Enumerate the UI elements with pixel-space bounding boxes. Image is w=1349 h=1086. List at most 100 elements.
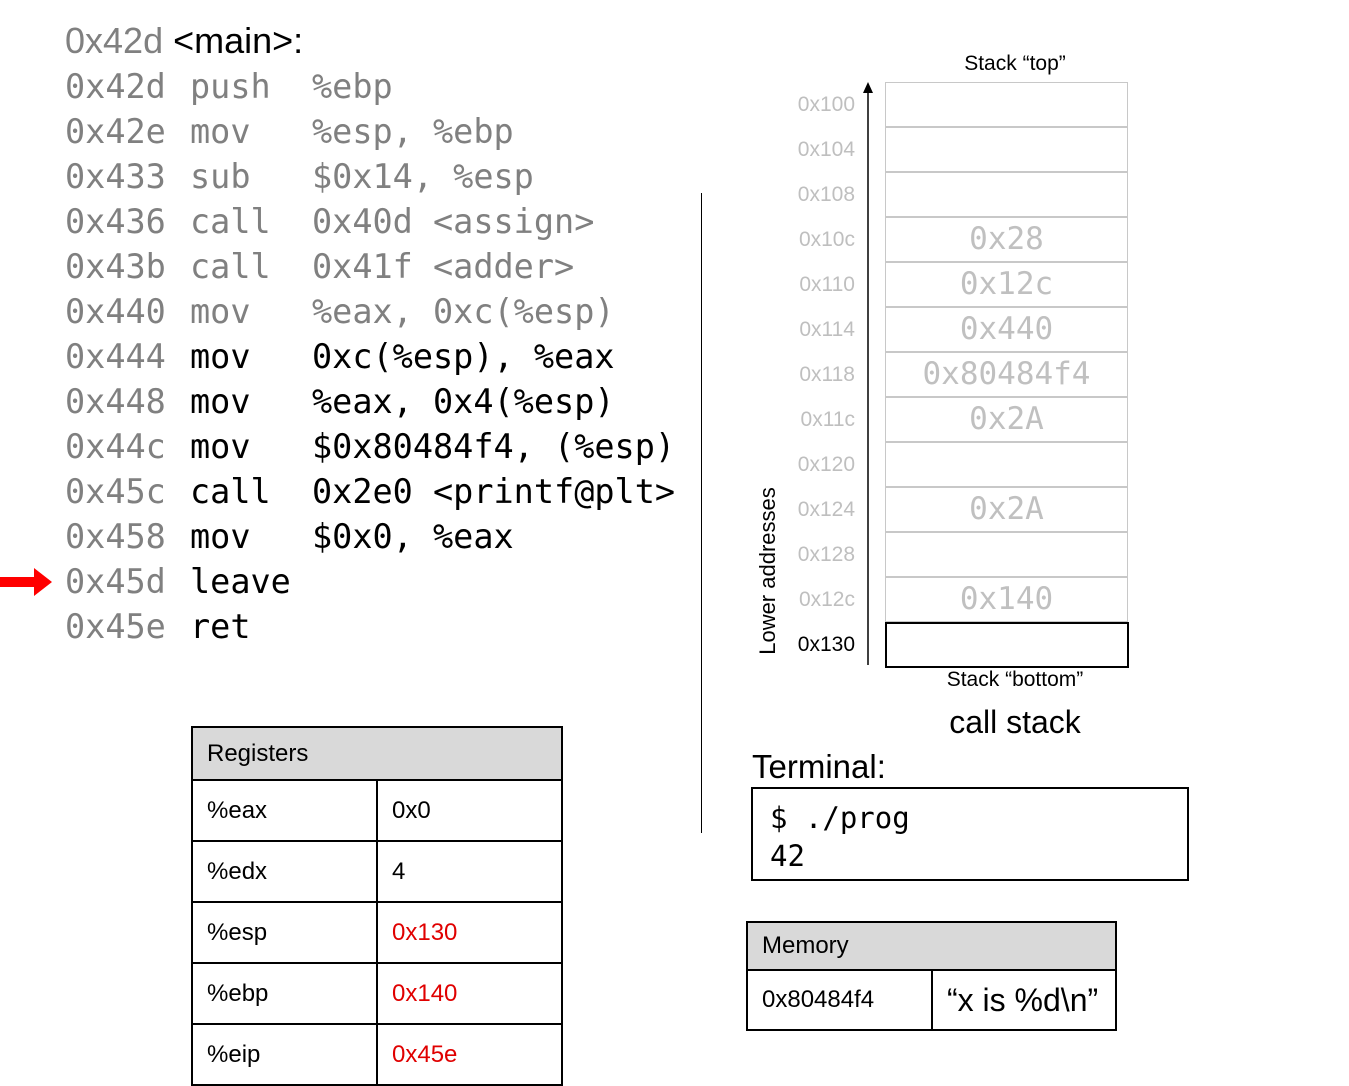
stack-cell: [885, 127, 1128, 172]
instruction-operands: %esp, %ebp: [312, 112, 514, 151]
register-value: 0x45e: [376, 1023, 563, 1086]
stack-address: 0x120: [797, 453, 855, 476]
stack-cell: 0x2A: [885, 487, 1128, 532]
instruction-mnemonic: call: [190, 472, 271, 511]
instruction-mnemonic: mov: [190, 337, 251, 376]
register-value: 0x140: [376, 962, 563, 1025]
call-stack-title: call stack: [949, 704, 1081, 740]
instruction-address: 0x44c: [65, 427, 166, 466]
stack-address: 0x130: [797, 633, 855, 656]
stack-cell: 0x28: [885, 217, 1128, 262]
stack-cell: [885, 622, 1129, 668]
divider: [701, 193, 702, 833]
memory-address: 0x80484f4: [746, 969, 933, 1031]
register-name: %ebp: [191, 962, 378, 1025]
registers-title: Registers: [191, 726, 563, 781]
address-direction-arrow-icon: [863, 82, 873, 665]
instruction-operands: %ebp: [312, 67, 393, 106]
instruction-address: 0x45e: [65, 607, 166, 646]
stack-cell: 0x440: [885, 307, 1128, 352]
terminal-line: 42: [770, 839, 805, 873]
instruction-operands: 0x41f <adder>: [312, 247, 575, 286]
memory-title: Memory: [746, 921, 1117, 971]
current-instruction-arrow-icon: [0, 568, 52, 596]
instruction-mnemonic: push: [190, 67, 271, 106]
instruction-line: 0x43b call 0x41f <adder>: [65, 244, 574, 289]
stack-address: 0x104: [797, 138, 855, 161]
register-name: %edx: [191, 840, 378, 903]
memory-table: Memory 0x80484f4“x is %d\n”: [746, 921, 1117, 1031]
stack-top-label: Stack “top”: [964, 52, 1066, 75]
instruction-address: 0x433: [65, 157, 166, 196]
stack-cell: [885, 82, 1128, 127]
stack-address: 0x12c: [798, 588, 855, 611]
instruction-mnemonic: sub: [190, 157, 251, 196]
instruction-address: 0x42d: [65, 67, 166, 106]
instruction-operands: 0x2e0 <printf@plt>: [312, 472, 676, 511]
instruction-line: 0x433 sub $0x14, %esp: [65, 154, 534, 199]
stack-address: 0x10c: [798, 228, 855, 251]
stack-bottom-label: Stack “bottom”: [946, 668, 1084, 691]
register-value: 0x130: [376, 901, 563, 964]
register-value: 0x0: [376, 779, 563, 842]
instruction-line: 0x436 call 0x40d <assign>: [65, 199, 594, 244]
instruction-mnemonic: call: [190, 247, 271, 286]
instruction-operands: %eax, 0x4(%esp): [312, 382, 615, 421]
stack-cell: 0x80484f4: [885, 352, 1128, 397]
instruction-line: 0x444 mov 0xc(%esp), %eax: [65, 334, 615, 379]
instruction-mnemonic: mov: [190, 292, 251, 331]
instruction-address: 0x448: [65, 382, 166, 421]
instruction-address: 0x444: [65, 337, 166, 376]
instruction-mnemonic: call: [190, 202, 271, 241]
instruction-mnemonic: mov: [190, 427, 251, 466]
register-name: %esp: [191, 901, 378, 964]
instruction-address: 0x45c: [65, 472, 166, 511]
memory-value: “x is %d\n”: [931, 969, 1117, 1031]
function-header: 0x42d <main>:: [65, 18, 303, 63]
instruction-operands: 0xc(%esp), %eax: [312, 337, 615, 376]
function-label: <main>:: [173, 20, 304, 61]
stack-cell: 0x2A: [885, 397, 1128, 442]
stack-cell: 0x140: [885, 577, 1128, 622]
instruction-mnemonic: mov: [190, 112, 251, 151]
stack-cell: [885, 532, 1128, 577]
stack-cell: [885, 442, 1128, 487]
stack-address: 0x110: [799, 273, 855, 296]
instruction-line: 0x44c mov $0x80484f4, (%esp): [65, 424, 675, 469]
instruction-line: 0x45c call 0x2e0 <printf@plt>: [65, 469, 675, 514]
instruction-address: 0x43b: [65, 247, 166, 286]
instruction-operands: 0x40d <assign>: [312, 202, 595, 241]
stack-address: 0x128: [797, 543, 855, 566]
stack-address: 0x124: [797, 498, 855, 521]
stack-address: 0x11c: [800, 408, 855, 431]
register-name: %eax: [191, 779, 378, 842]
stack-cell: [885, 172, 1128, 217]
terminal-label: Terminal:: [752, 748, 886, 785]
stack-address: 0x114: [799, 318, 855, 341]
instruction-address: 0x458: [65, 517, 166, 556]
instruction-operands: $0x14, %esp: [312, 157, 534, 196]
terminal-line: $ ./prog: [770, 801, 910, 835]
instruction-operands: $0x80484f4, (%esp): [312, 427, 676, 466]
register-name: %eip: [191, 1023, 378, 1086]
stack-address: 0x108: [797, 183, 855, 206]
instruction-address: 0x436: [65, 202, 166, 241]
instruction-mnemonic: leave: [190, 562, 291, 601]
stack-address: 0x118: [799, 363, 855, 386]
instruction-line: 0x42d push %ebp: [65, 64, 393, 109]
stack-address: 0x100: [797, 93, 855, 116]
instruction-operands: %eax, 0xc(%esp): [312, 292, 615, 331]
instruction-mnemonic: ret: [190, 607, 251, 646]
function-address: 0x42d: [65, 20, 164, 61]
register-value: 4: [376, 840, 563, 903]
terminal-output: $ ./prog 42: [751, 787, 1189, 881]
stack-cell: 0x12c: [885, 262, 1128, 307]
instruction-address: 0x42e: [65, 112, 166, 151]
